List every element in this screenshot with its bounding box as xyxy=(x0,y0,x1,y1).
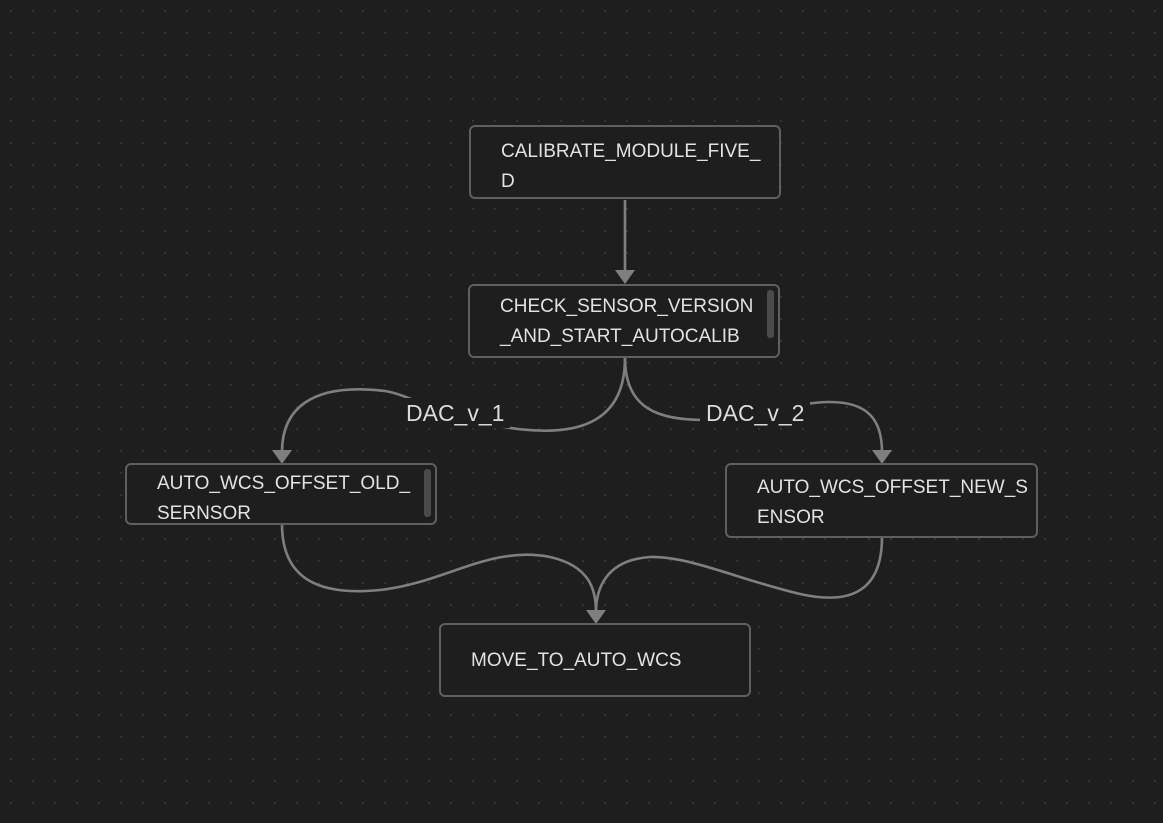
node-move-to-auto-wcs-label: MOVE_TO_AUTO_WCS xyxy=(471,650,682,671)
edge-label-dac-v1: DAC_v_1 xyxy=(400,398,511,428)
node-move-to-auto-wcs[interactable]: MOVE_TO_AUTO_WCS xyxy=(439,623,751,697)
node-scrollbar[interactable] xyxy=(767,290,774,338)
arrowhead-move-to xyxy=(586,610,606,624)
node-calibrate-module-label: CALIBRATE_MODULE_FIVE_ D xyxy=(501,141,761,192)
arrowhead-offset-old xyxy=(272,450,292,464)
node-scrollbar[interactable] xyxy=(424,469,431,517)
node-calibrate-module[interactable]: CALIBRATE_MODULE_FIVE_ D xyxy=(469,125,781,199)
node-auto-wcs-offset-old[interactable]: AUTO_WCS_OFFSET_OLD_ SERNSOR xyxy=(125,463,437,525)
node-check-sensor-version[interactable]: CHECK_SENSOR_VERSION _AND_START_AUTOCALI… xyxy=(468,284,780,358)
edge-label-dac-v2: DAC_v_2 xyxy=(700,398,811,428)
arrowhead-check-sensor xyxy=(615,270,635,284)
node-check-sensor-version-label: CHECK_SENSOR_VERSION _AND_START_AUTOCALI… xyxy=(500,296,754,347)
node-auto-wcs-offset-new[interactable]: AUTO_WCS_OFFSET_NEW_S ENSOR xyxy=(725,463,1038,538)
edge-offset-old-to-move-to[interactable] xyxy=(280,523,598,613)
edge-offset-new-to-move-to[interactable] xyxy=(594,536,884,613)
node-auto-wcs-offset-old-label: AUTO_WCS_OFFSET_OLD_ SERNSOR xyxy=(157,473,411,524)
arrowhead-offset-new xyxy=(872,450,892,464)
node-auto-wcs-offset-new-label: AUTO_WCS_OFFSET_NEW_S ENSOR xyxy=(757,477,1028,528)
